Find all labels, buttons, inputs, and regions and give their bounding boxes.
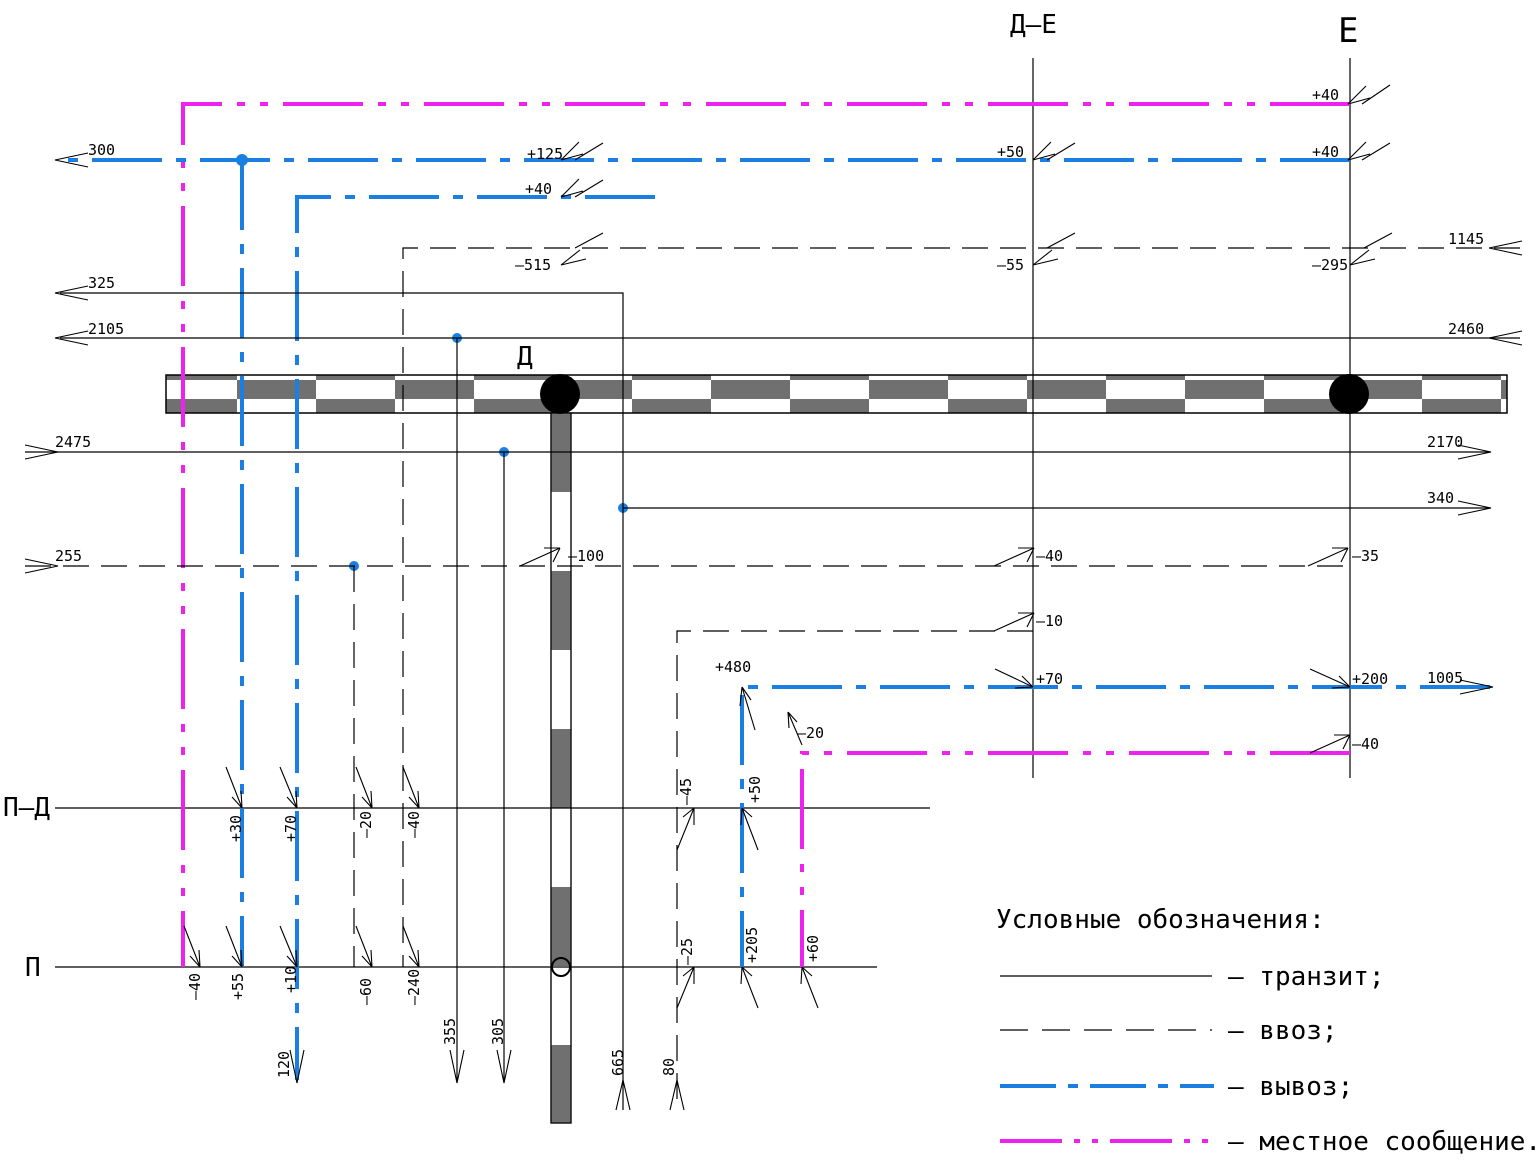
- label-300: 300: [88, 141, 115, 159]
- export-flows: [60, 158, 1490, 1080]
- import-flows: [25, 247, 1520, 1110]
- label-w-plus60: +60: [804, 935, 822, 962]
- main-track: [165, 374, 1508, 414]
- label-w-minus25: –25: [678, 938, 696, 965]
- label-minus35: –35: [1352, 547, 1379, 565]
- label-minus295: –295: [1312, 256, 1348, 274]
- label-minus20: –20: [797, 724, 824, 742]
- label-plus200: +200: [1352, 670, 1388, 688]
- label-plus40-top: +40: [1312, 86, 1339, 104]
- station-node-e: [1329, 374, 1369, 414]
- label-minus100: –100: [568, 547, 604, 565]
- header-p-d: П–Д: [3, 793, 50, 823]
- legend-export-label: – вывоз;: [1228, 1072, 1353, 1102]
- label-2105: 2105: [88, 320, 124, 338]
- label-2170: 2170: [1427, 433, 1463, 451]
- label-minus10: –10: [1036, 612, 1063, 630]
- station-node-d: [540, 374, 580, 414]
- label-v-minus20: –20: [357, 811, 375, 838]
- header-e: Е: [1338, 11, 1358, 51]
- label-minus55: –55: [997, 256, 1024, 274]
- label-340: 340: [1427, 489, 1454, 507]
- label-plus40-left: +40: [525, 180, 552, 198]
- label-minus515: –515: [515, 256, 551, 274]
- label-w-plus205: +205: [743, 927, 761, 963]
- label-b-305: 305: [489, 1018, 507, 1045]
- label-plus70: +70: [1036, 670, 1063, 688]
- legend-local-label: – местное сообщение.: [1228, 1127, 1539, 1157]
- label-b-355: 355: [441, 1018, 459, 1045]
- arrowheads: [24, 84, 1523, 1111]
- rotated-labels-bottom: 120 355 305 665 80: [275, 1018, 678, 1078]
- label-2475: 2475: [55, 433, 91, 451]
- label-w-minus240: –240: [405, 969, 423, 1005]
- label-b-120: 120: [275, 1051, 293, 1078]
- label-1005: 1005: [1427, 669, 1463, 687]
- legend-title: Условные обозначения:: [996, 905, 1325, 935]
- header-d: Д: [517, 342, 533, 372]
- branch-track: [550, 412, 572, 1124]
- label-v-plus70: +70: [282, 815, 300, 842]
- reference-lines: [55, 58, 1351, 968]
- legend: Условные обозначения: – транзит; – ввоз;…: [996, 905, 1539, 1157]
- label-325: 325: [88, 274, 115, 292]
- label-v-minus40: –40: [405, 811, 423, 838]
- label-w-plus55: +55: [229, 973, 247, 1000]
- label-w-minus60: –60: [357, 978, 375, 1005]
- header-p: П: [25, 953, 41, 983]
- legend-transit-label: – транзит;: [1228, 962, 1385, 992]
- label-w-minus40: –40: [186, 973, 204, 1000]
- label-b-665: 665: [609, 1049, 627, 1076]
- label-minus40-de: –40: [1036, 547, 1063, 565]
- value-labels: 300 +125 +50 +40 +40 +40 –515 –55 –295 1…: [55, 86, 1484, 753]
- legend-import-label: – ввоз;: [1228, 1016, 1338, 1046]
- label-1145: 1145: [1448, 230, 1484, 248]
- label-w-plus10: +10: [282, 966, 300, 993]
- label-plus50: +50: [997, 143, 1024, 161]
- local-flows: [181, 102, 1350, 967]
- header-d-e: Д–Е: [1010, 10, 1057, 40]
- rotated-labels-pd: +30 +70 –20 –40 –45 +50: [227, 776, 764, 842]
- label-minus40-e: –40: [1352, 735, 1379, 753]
- label-plus480: +480: [715, 658, 751, 676]
- transit-flows: [25, 292, 1520, 1110]
- label-b-80: 80: [660, 1058, 678, 1076]
- label-255: 255: [55, 547, 82, 565]
- label-v-plus50: +50: [746, 776, 764, 803]
- label-v-plus30: +30: [227, 815, 245, 842]
- rotated-labels-p: –40 +55 +10 –60 –240 –25 +205 +60: [186, 927, 822, 1005]
- label-v-minus45: –45: [677, 778, 695, 805]
- label-plus125: +125: [527, 145, 563, 163]
- label-2460: 2460: [1448, 320, 1484, 338]
- label-plus40-mid: +40: [1312, 143, 1339, 161]
